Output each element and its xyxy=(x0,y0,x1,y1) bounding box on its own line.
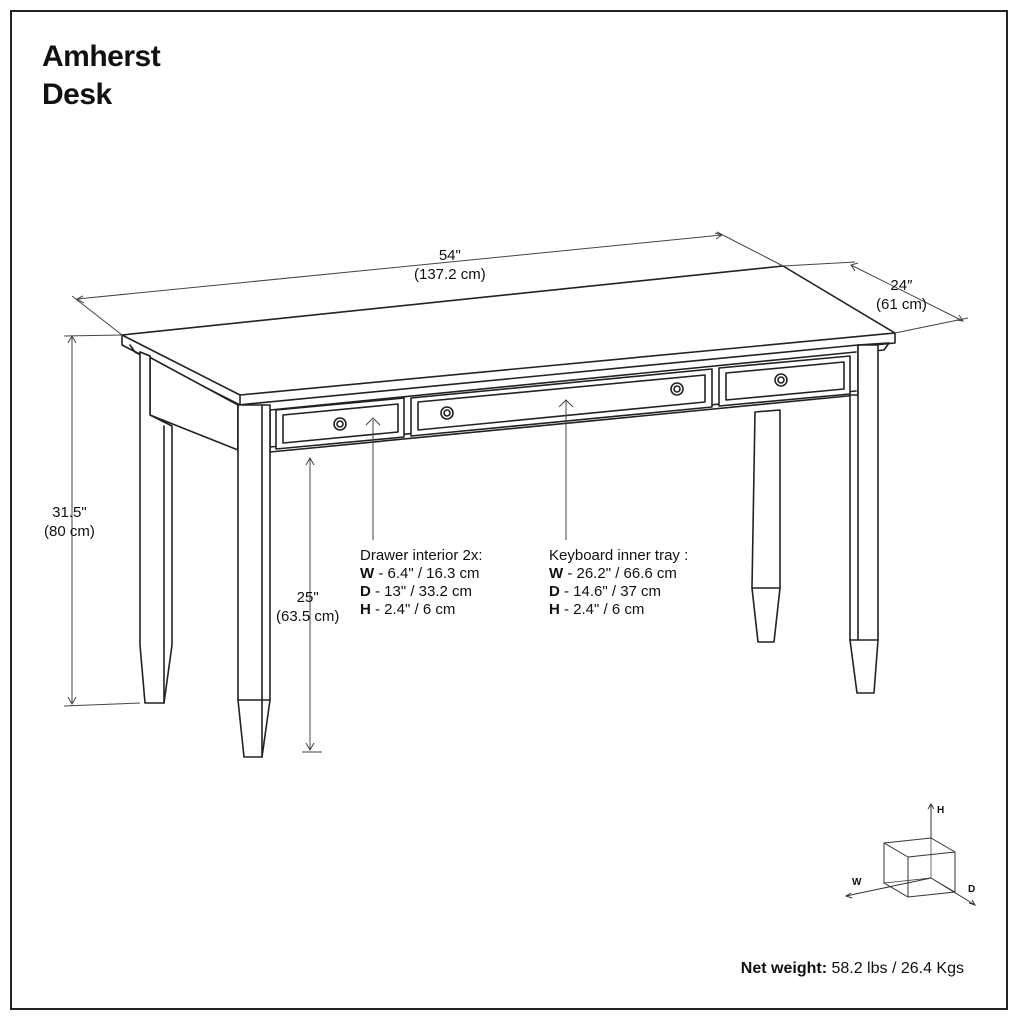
keyboard-tray xyxy=(411,369,712,436)
depth-inches: 24″ xyxy=(890,277,913,294)
axis-label-w: W xyxy=(852,877,862,888)
height-centimeters: (80 cm) xyxy=(44,523,95,540)
tray-knob-left xyxy=(441,407,453,419)
net-weight-value: 58.2 lbs / 26.4 Kgs xyxy=(827,960,964,977)
height-label: 31.5" (80 cm) xyxy=(44,503,95,541)
net-weight-label: Net weight: xyxy=(740,960,828,977)
drawer-spec-height: H - 2.4" / 6 cm xyxy=(360,601,456,618)
leg-front-left xyxy=(238,405,270,757)
clearance-centimeters: (63.5 cm) xyxy=(276,608,340,625)
drawer-spec-heading: Drawer interior 2x: xyxy=(360,547,483,564)
width-centimeters: (137.2 cm) xyxy=(414,266,486,283)
tray-spec-width: W - 26.2" / 66.6 cm xyxy=(549,565,677,582)
drawer-spec-width: W - 6.4" / 16.3 cm xyxy=(360,565,480,582)
tray-knob-right xyxy=(671,383,683,395)
clearance-label: 25" (63.5 cm) xyxy=(276,588,339,626)
drawer-spec-depth: D - 13" / 33.2 cm xyxy=(360,583,473,600)
title-line-2: Desk xyxy=(42,78,112,111)
clearance-inches: 25" xyxy=(296,589,319,606)
depth-dimension-line xyxy=(851,265,963,321)
width-dimension-line xyxy=(77,235,722,299)
tray-spec: Keyboard inner tray : W - 26.2" / 66.6 c… xyxy=(549,547,688,619)
drawer-right-knob xyxy=(775,374,787,386)
drawer-left xyxy=(276,398,404,449)
leg-back-right xyxy=(752,410,780,642)
depth-centimeters: (61 cm) xyxy=(876,296,927,313)
height-inches: 31.5" xyxy=(52,504,87,521)
leg-front-right xyxy=(850,345,878,693)
depth-label: 24″ (61 cm) xyxy=(876,276,927,314)
axis-label-h: H xyxy=(937,805,945,816)
width-label: 54" (137.2 cm) xyxy=(414,246,486,284)
tray-spec-heading: Keyboard inner tray : xyxy=(549,547,689,564)
axis-label-d: D xyxy=(968,884,976,895)
tray-spec-height: H - 2.4" / 6 cm xyxy=(549,601,645,618)
page-title: Amherst Desk xyxy=(42,38,161,114)
drawer-left-knob xyxy=(334,418,346,430)
tray-spec-depth: D - 14.6" / 37 cm xyxy=(549,583,662,600)
title-line-1: Amherst xyxy=(42,40,161,73)
drawer-spec: Drawer interior 2x: W - 6.4" / 16.3 cm D… xyxy=(360,547,483,619)
axis-cube xyxy=(846,804,975,905)
diagram-frame xyxy=(10,10,1008,1010)
net-weight: Net weight: 58.2 lbs / 26.4 Kgs xyxy=(741,960,964,978)
width-inches: 54" xyxy=(438,247,461,264)
